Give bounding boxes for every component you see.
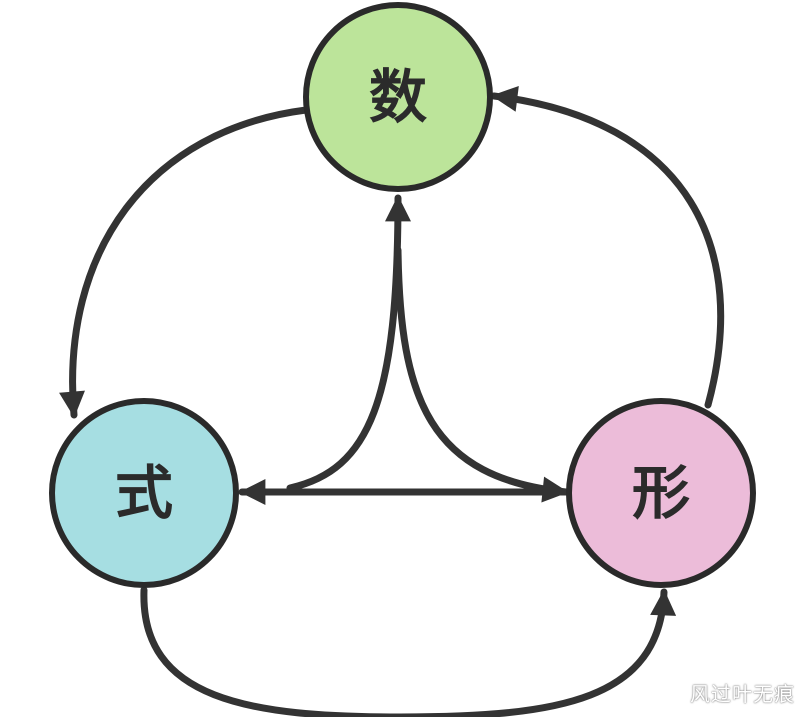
edge-shu-to-shi [59,106,310,419]
edge-shu-to-xing [394,246,570,503]
edge-xing-to-shu [490,85,725,409]
node-shi-circle [49,398,239,588]
edge-shi-to-shu [286,194,411,492]
node-xing-label: 形 [632,459,690,527]
node-xing: 形 [566,398,756,588]
node-shu-circle [303,2,493,192]
edge-shi-to-xing [140,586,677,717]
watermark-text: 风过叶无痕 [690,682,795,706]
node-shi-label: 式 [115,459,173,527]
node-shu: 数 [303,2,493,192]
node-shi: 式 [49,398,239,588]
node-xing-circle [566,398,756,588]
node-shu-label: 数 [369,63,427,131]
